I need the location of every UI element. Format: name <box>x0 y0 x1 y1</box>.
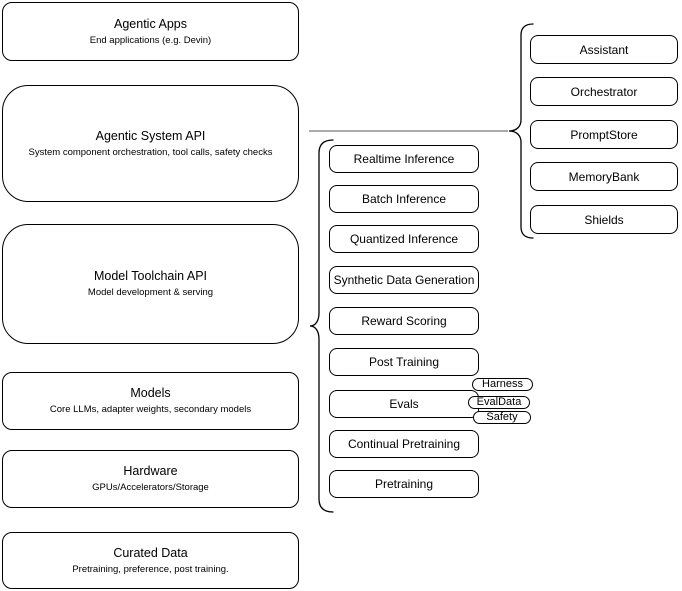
toolchain-item-quantized-inference: Quantized Inference <box>329 225 479 253</box>
agentic-apps-box: Agentic Apps End applications (e.g. Devi… <box>2 2 299 61</box>
hardware-title: Hardware <box>123 464 178 478</box>
toolchain-item-batch-inference: Batch Inference <box>329 185 479 213</box>
system-component-shields: Shields <box>530 205 678 234</box>
models-subtitle: Core LLMs, adapter weights, secondary mo… <box>49 404 252 415</box>
system-component-orchestrator: Orchestrator <box>530 77 678 106</box>
toolchain-item-post-training: Post Training <box>329 348 479 376</box>
models-title: Models <box>130 386 171 400</box>
toolchain-item-pretraining: Pretraining <box>329 470 479 498</box>
toolchain-item-reward-scoring: Reward Scoring <box>329 307 479 335</box>
eval-tag-evaldata: EvalData <box>468 396 530 409</box>
model-toolchain-api-box: Model Toolchain API Model development & … <box>2 224 299 344</box>
system-component-memorybank: MemoryBank <box>530 162 678 191</box>
eval-tag-safety: Safety <box>473 411 531 424</box>
toolchain-item-evals: Evals <box>329 390 479 418</box>
agentic-apps-subtitle: End applications (e.g. Devin) <box>89 34 212 46</box>
agentic-system-api-box: Agentic System API System component orch… <box>2 85 299 202</box>
toolchain-item-realtime-inference: Realtime Inference <box>329 145 479 173</box>
toolchain-item-synthetic-data-generation: Synthetic Data Generation <box>329 266 479 294</box>
system-component-promptstore: PromptStore <box>530 120 678 149</box>
curated-data-title: Curated Data <box>113 545 188 560</box>
agentic-system-api-title: Agentic System API <box>95 128 206 143</box>
eval-tag-harness: Harness <box>472 378 533 391</box>
agentic-system-api-subtitle: System component orchestration, tool cal… <box>28 146 273 158</box>
models-box: Models Core LLMs, adapter weights, secon… <box>2 372 299 430</box>
agentic-apps-title: Agentic Apps <box>114 16 187 31</box>
toolchain-item-continual-pretraining: Continual Pretraining <box>329 430 479 458</box>
curated-data-subtitle: Pretraining, preference, post training. <box>72 563 229 575</box>
model-toolchain-api-subtitle: Model development & serving <box>87 287 214 298</box>
hardware-box: Hardware GPUs/Accelerators/Storage <box>2 450 299 508</box>
model-toolchain-api-title: Model Toolchain API <box>93 269 208 283</box>
hardware-subtitle: GPUs/Accelerators/Storage <box>92 482 209 493</box>
curated-data-box: Curated Data Pretraining, preference, po… <box>2 532 299 589</box>
system-component-assistant: Assistant <box>530 35 678 64</box>
